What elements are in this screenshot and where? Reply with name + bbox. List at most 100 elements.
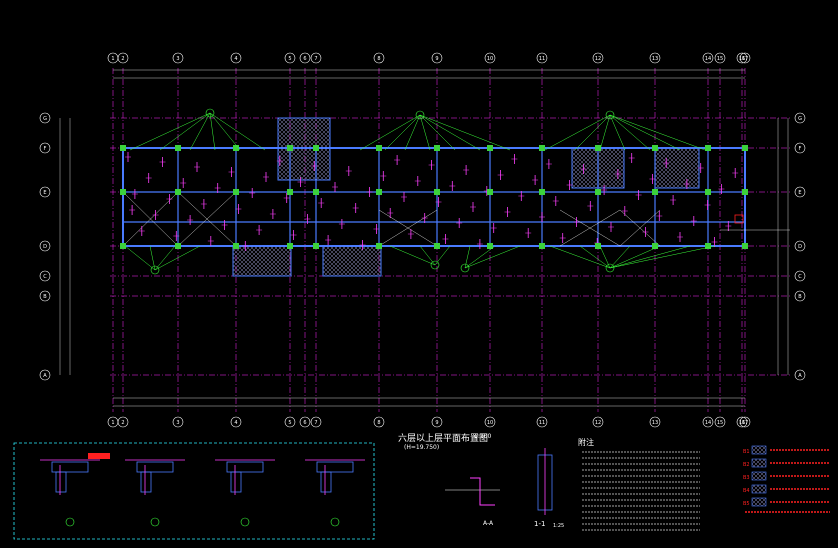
axis-bubble-label: 13 [652, 420, 658, 426]
detail-bubble [240, 517, 250, 527]
axis-bubble [117, 52, 129, 64]
leader-line [129, 112, 211, 151]
structural-column [233, 145, 239, 151]
legend-swatch [751, 458, 767, 468]
structural-column [175, 145, 181, 151]
axis-bubble-label: 9 [435, 56, 438, 62]
axis-bubble [484, 416, 496, 428]
axis-bubble [39, 112, 51, 124]
leader-line [154, 245, 176, 271]
axis-bubble [794, 270, 806, 282]
leader-line [419, 114, 456, 151]
axis-bubble-label: 11 [539, 56, 545, 62]
leader-line [189, 112, 211, 151]
leader-line [599, 245, 611, 269]
axis-bubble-label: C [43, 274, 47, 280]
structural-column [313, 189, 319, 195]
section-1-scale: 1:25 [553, 523, 565, 529]
axis-bubble-label: 10 [487, 56, 493, 62]
axis-bubble-label: 9 [435, 420, 438, 426]
structural-column [705, 243, 711, 249]
leader-line [609, 245, 691, 269]
axis-bubble-label: 5 [288, 56, 291, 62]
axis-bubble [794, 112, 806, 124]
structural-column [233, 189, 239, 195]
axis-bubble [702, 52, 714, 64]
detail-beam [226, 461, 264, 473]
leader-line [384, 114, 421, 151]
detail-beam [316, 461, 354, 473]
leader-bubble [150, 265, 160, 275]
leader-bubble [460, 263, 470, 273]
leader-line [154, 245, 201, 271]
structural-column [434, 145, 440, 151]
legend-swatch [751, 484, 767, 494]
axis-bubble [739, 416, 751, 428]
detail-red-mark [88, 453, 110, 459]
axis-bubble [736, 416, 748, 428]
axis-bubble [39, 290, 51, 302]
leader-line [464, 245, 521, 269]
axis-bubble-label: G [798, 116, 802, 122]
detail-wall [140, 471, 152, 493]
leader-line [159, 112, 211, 151]
axis-bubble [230, 52, 242, 64]
leader-line [209, 112, 216, 151]
structural-column [742, 145, 748, 151]
leader-bubble [605, 110, 615, 120]
axis-bubble [284, 416, 296, 428]
detail-bubble [65, 517, 75, 527]
leader-line [464, 245, 471, 269]
structural-column [742, 243, 748, 249]
leader-line [419, 245, 436, 266]
structural-column [595, 243, 601, 249]
axis-bubble-label: 12 [595, 420, 601, 426]
axis-bubble-label: A [43, 373, 47, 379]
legend-item-label: B1 [743, 449, 750, 455]
leader-line [609, 114, 681, 151]
legend-item-label: B5 [743, 501, 750, 507]
axis-bubble [536, 52, 548, 64]
axis-bubble [172, 416, 184, 428]
axis-bubble [714, 416, 726, 428]
leader-line [209, 112, 241, 151]
axis-bubble [484, 52, 496, 64]
axis-bubble-label: 14 [705, 420, 711, 426]
axis-bubble [536, 416, 548, 428]
leader-line [549, 245, 611, 269]
axis-bubble-label: 3 [176, 56, 179, 62]
axis-bubble [431, 416, 443, 428]
detail-beam [51, 461, 89, 473]
leader-line [359, 114, 421, 151]
axis-bubble-label: 16 [739, 420, 745, 426]
leader-line [609, 245, 631, 269]
axis-bubble-label: 6 [303, 56, 306, 62]
axis-bubble-label: 14 [705, 56, 711, 62]
structural-column [434, 243, 440, 249]
leader-line [579, 245, 611, 269]
drawing-title: 六层以上层平面布置图 [398, 434, 489, 444]
axis-bubble-label: 15 [717, 420, 723, 426]
axis-bubble [649, 416, 661, 428]
structural-column [539, 243, 545, 249]
axis-bubble [794, 290, 806, 302]
axis-bubble [794, 142, 806, 154]
axis-bubble [794, 369, 806, 381]
hatched-opening [322, 245, 382, 277]
axis-bubble-label: 6 [303, 420, 306, 426]
structural-column [595, 145, 601, 151]
structural-column [705, 145, 711, 151]
axis-bubble [592, 416, 604, 428]
axis-bubble-label: E [43, 190, 46, 196]
structural-column [487, 145, 493, 151]
axis-bubble-label: 2 [121, 56, 124, 62]
structural-column [652, 243, 658, 249]
structural-column [175, 189, 181, 195]
leader-line [434, 245, 451, 266]
structural-column [539, 145, 545, 151]
axis-bubble-label: 15 [717, 56, 723, 62]
structural-column [313, 145, 319, 151]
axis-bubble-label: 1 [111, 420, 114, 426]
slab-diagonal [559, 209, 621, 247]
structural-column [487, 243, 493, 249]
